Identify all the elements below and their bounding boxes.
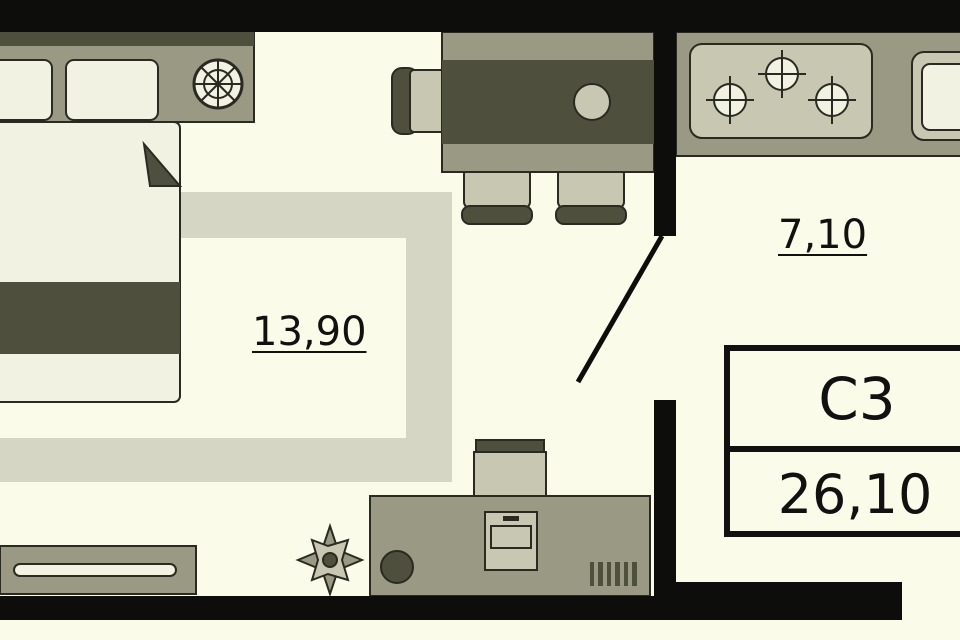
blanket-stripe (0, 282, 180, 354)
kitchen-area-label: 7,10 (778, 212, 868, 258)
desk (369, 439, 651, 597)
dining-table (391, 31, 655, 225)
pillow (0, 59, 53, 121)
unit-divider (730, 446, 960, 452)
unit-code: С3 (818, 364, 896, 433)
walls (0, 0, 960, 620)
vase (573, 83, 611, 121)
unit-info-box: С3 26,10 (724, 345, 960, 537)
blanket-fold (142, 140, 183, 187)
desk-lamp (380, 550, 414, 584)
pillow (65, 59, 159, 121)
kitchen-counter (675, 31, 960, 157)
plant (295, 522, 365, 598)
bench (0, 545, 197, 595)
books (590, 562, 637, 586)
unit-total-area: 26,10 (777, 463, 933, 526)
laptop (484, 511, 538, 571)
living-room-area-label: 13,90 (252, 309, 367, 355)
door (575, 234, 665, 384)
